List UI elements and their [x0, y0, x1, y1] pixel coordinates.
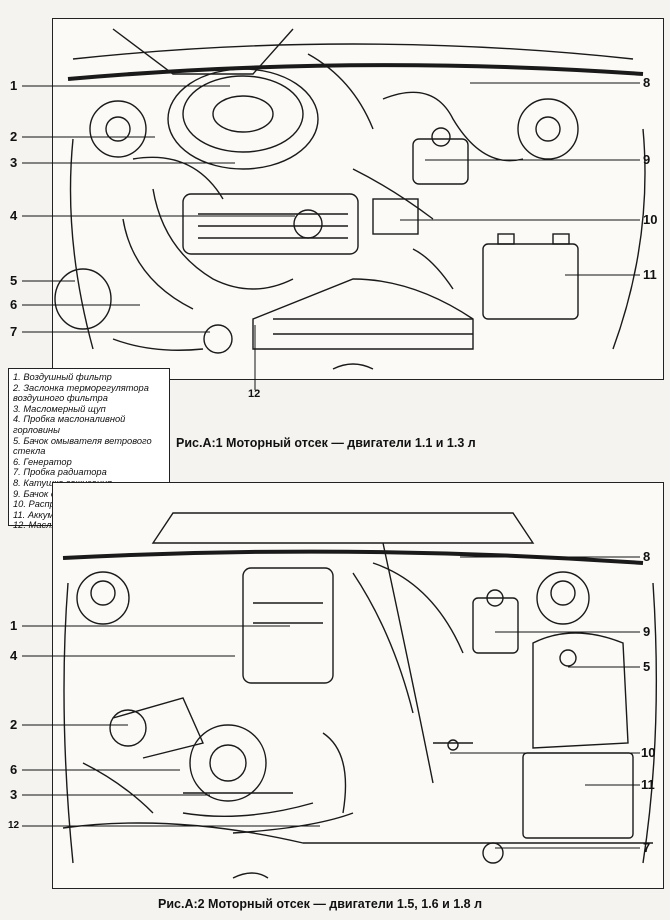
legend-item: 5. Бачок омывателя ветрового стекла: [13, 435, 152, 457]
engine-bay-drawing-2: [62, 512, 658, 879]
fig1-label-9: 9: [643, 152, 651, 167]
fig2-label-9: 9: [643, 624, 651, 639]
fig1-label-8: 8: [643, 75, 651, 90]
legend-item: 2. Заслонка терморегулятора воздушного ф…: [13, 382, 149, 404]
fig2-label-11: 11: [641, 777, 655, 792]
fig2-label-10: 10: [641, 745, 656, 760]
fig1-label-3: 3: [10, 155, 18, 170]
fig2-label-7: 7: [643, 840, 651, 855]
legend-item: 1. Воздушный фильтр: [13, 372, 112, 382]
fig1-label-10: 10: [643, 212, 658, 227]
fig2-label-4: 4: [10, 648, 18, 663]
fig2-label-8: 8: [643, 549, 651, 564]
fig1-label-2: 2: [10, 129, 18, 144]
fig2-label-12: 12: [8, 820, 20, 831]
fig1-label-11: 11: [643, 267, 657, 282]
figure-1-leader-lines: [22, 82, 640, 390]
figure-1-engine-bay: [52, 18, 664, 380]
fig2-label-2: 2: [10, 717, 18, 732]
fig1-label-7: 7: [10, 324, 18, 339]
figure-2-leader-lines: [22, 556, 640, 849]
fig2-label-6: 6: [10, 762, 18, 777]
fig2-label-1: 1: [10, 618, 18, 633]
legend-item: 7. Пробка радиатора: [13, 467, 107, 478]
fig1-label-5: 5: [10, 273, 18, 288]
fig1-label-6: 6: [10, 297, 18, 312]
fig1-label-12: 12: [248, 388, 261, 400]
fig1-label-4: 4: [10, 208, 18, 223]
legend-item: 6. Генератор: [13, 456, 72, 467]
figure-1-caption: Рис.А:1 Моторный отсек — двигатели 1.1 и…: [176, 436, 476, 450]
fig2-label-3: 3: [10, 787, 18, 802]
legend-item: 11. Аккумулятор: [13, 509, 87, 520]
fig2-label-5: 5: [643, 659, 651, 674]
fig1-label-1: 1: [10, 78, 18, 93]
figure-2-caption: Рис.А:2 Моторный отсек — двигатели 1.5, …: [158, 897, 483, 911]
legend-item: 3. Масломерный щуп: [13, 403, 106, 414]
legend-item: 4. Пробка маслоналивной горловины: [13, 414, 126, 435]
figure-2-engine-bay: [52, 482, 664, 889]
